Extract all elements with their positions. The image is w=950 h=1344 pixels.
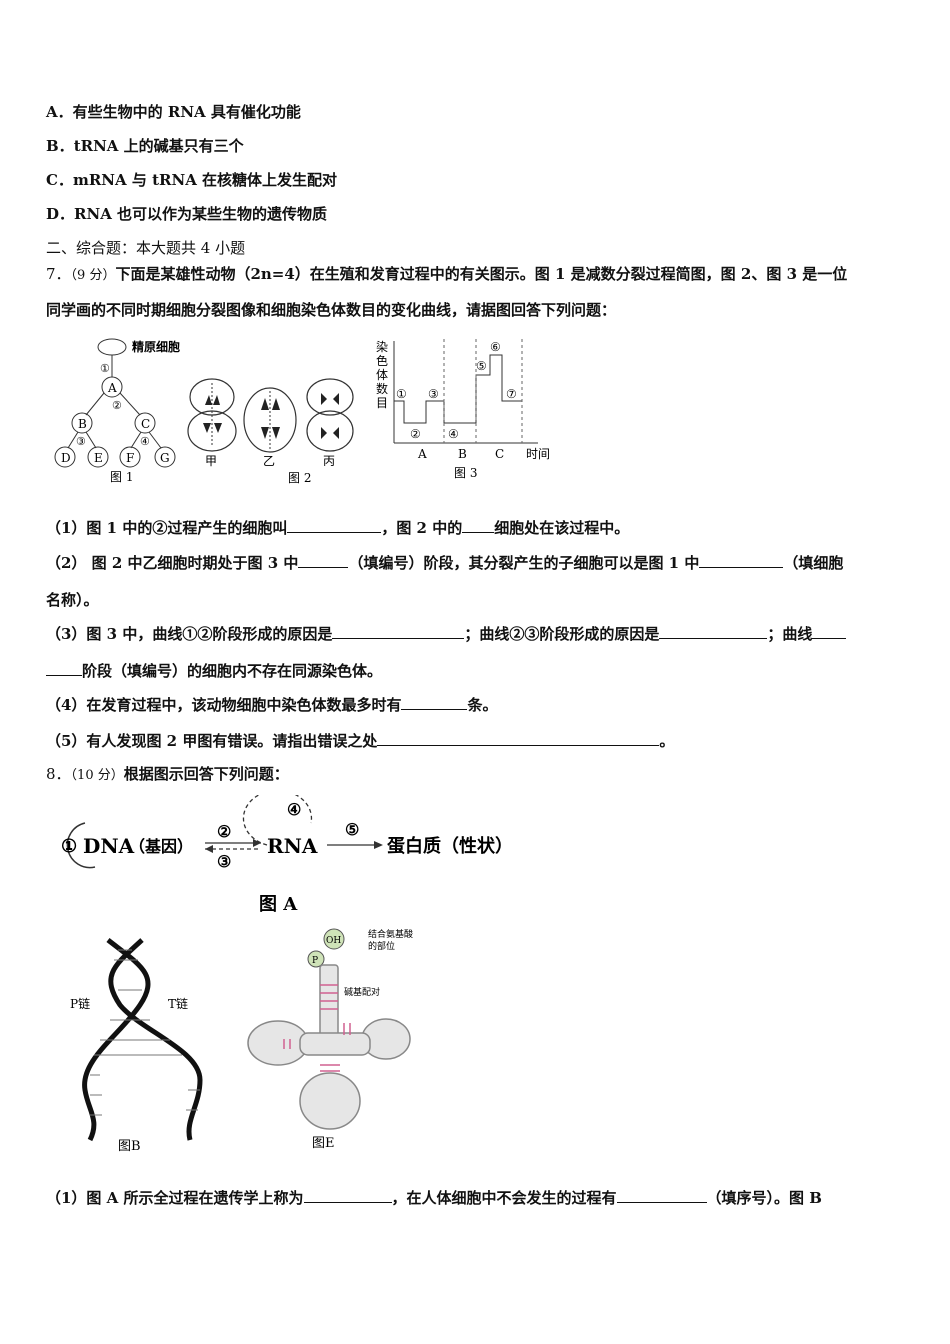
fig2-caption: 图 2 [288,471,311,485]
q8-stem: 8．（10 分）根据图示回答下列问题： [46,765,289,783]
fig1-step-4: ④ [140,435,150,448]
fig3-ylabel-char: 色 [376,354,388,368]
fig2-label-jia: 甲 [205,454,217,468]
svg-text:A: A [417,447,427,461]
q7-sub2: （2） 图 2 中乙细胞时期处于图 3 中（填编号）阶段，其分裂产生的子细胞可以… [46,552,844,572]
q7-stem-line1: 7．（9 分）下面是某雄性动物（2n=4）在生殖和发育过程中的有关图示。图 1 … [46,265,848,283]
q7-sub4: （4）在发育过程中，该动物细胞中染色体数最多时有条。 [46,694,498,714]
figure-a: ① DNA （基因） ② ③ ④ RNA ⑤ 蛋白质（性状） 图 A [61,795,513,915]
q7-sub2-cont: 名称）。 [46,591,99,609]
option-d: D．RNA 也可以作为某些生物的遗传物质 [46,205,328,223]
svg-text:④: ④ [287,800,301,819]
fig1-step-1: ① [100,362,110,375]
fig1-step-3: ③ [76,435,86,448]
q7-sub5: （5）有人发现图 2 甲图有错误。请指出错误之处。 [46,730,675,750]
svg-text:结合氨基酸: 结合氨基酸 [368,928,413,940]
fig2-chromosomes [203,393,339,439]
svg-text:①: ① [61,836,77,857]
fig3-ylabel: 染色体数目 [376,339,388,410]
fig1-caption: 图 1 [110,470,133,484]
fig-a-protein: 蛋白质（性状） [387,835,513,857]
fig3-ylabel-char: 目 [376,396,388,410]
blank[interactable] [699,552,784,568]
svg-text:⑥: ⑥ [490,340,501,354]
q8-sub1: （1）图 A 所示全过程在遗传学上称为，在人体细胞中不会发生的过程有（填序号）。… [46,1187,822,1207]
fig1-node-e: E [94,451,103,465]
svg-text:B: B [458,447,467,461]
blank[interactable] [298,552,349,568]
svg-text:时间: 时间 [526,447,550,461]
blank[interactable] [659,623,768,639]
svg-text:（基因）: （基因） [129,837,193,856]
q7-sub1: （1）图 1 中的②过程产生的细胞叫，图 2 中的细胞处在该过程中。 [46,517,630,537]
fig-e-caption: 图E [312,1136,335,1151]
figure-b: P链 T链 图B [70,938,203,1154]
svg-text:⑦: ⑦ [506,387,517,401]
fig1-node-f: F [126,451,134,465]
fig1-step-2: ② [112,399,122,412]
q7-stem-line2: 同学画的不同时期细胞分裂图像和细胞染色体数目的变化曲线，请据图回答下列问题： [46,301,617,319]
svg-text:OH: OH [326,936,341,946]
q7-sub3: （3）图 3 中，曲线①②阶段形成的原因是；曲线②③阶段形成的原因是；曲线 [46,623,847,644]
figure-1: 精原细胞 ① A ② B C ③ ④ D E F G 图 1 [54,338,180,484]
q7-sub3-cont: 阶段（填编号）的细胞内不存在同源染色体。 [46,660,382,681]
blank[interactable] [303,1187,392,1203]
fig1-node-c: C [141,417,150,431]
fig2-label-bing: 丙 [323,454,335,468]
fig1-node-g: G [160,451,170,465]
fig3-ylabel-char: 数 [376,381,388,396]
blank[interactable] [462,517,495,533]
svg-text:的部位: 的部位 [368,940,395,952]
svg-text:③: ③ [217,852,231,871]
svg-text:图 3: 图 3 [454,466,477,480]
blank[interactable] [616,1187,707,1203]
svg-text:④: ④ [448,427,459,441]
svg-text:C: C [495,447,504,461]
fig-b-t-chain: T链 [168,996,188,1011]
fig-a-caption: 图 A [259,894,298,915]
svg-text:②: ② [217,822,231,841]
fig3-ylabel-char: 体 [376,368,388,382]
svg-text:P: P [312,956,318,966]
blank[interactable] [377,730,660,746]
blank[interactable] [401,694,468,710]
svg-text:②: ② [410,427,421,441]
svg-text:碱基配对: 碱基配对 [344,986,380,998]
figure-2: 甲 乙 丙 图 2 [187,378,354,485]
section-heading: 二、综合题：本大题共 4 小题 [46,239,246,257]
blank[interactable] [332,623,465,639]
fig-a-rna: RNA [267,834,318,858]
fig2-label-yi: 乙 [263,454,275,468]
fig1-node-a: A [107,381,117,395]
blank[interactable] [287,517,382,533]
svg-text:⑤: ⑤ [345,820,359,839]
figure-3: 染色体数目 ① ② ③ ④ ⑤ ⑥ ⑦ A B C 时间 图 3 [376,339,550,480]
fig-a-dna: DNA [83,834,135,858]
fig1-label-top: 精原细胞 [132,339,180,354]
fig-b-caption: 图B [118,1139,141,1154]
fig1-node-d: D [61,451,71,465]
figure-e: OH P 结合氨基酸 的部位 碱基配对 图E [247,928,413,1151]
fig3-ylabel-char: 染 [376,339,388,354]
svg-text:①: ① [396,387,407,401]
option-a: A．有些生物中的 RNA 具有催化功能 [46,103,301,121]
svg-text:⑤: ⑤ [476,359,487,373]
option-c: C．mRNA 与 tRNA 在核糖体上发生配对 [46,171,338,189]
blank[interactable] [812,623,847,639]
svg-text:③: ③ [428,387,439,401]
blank[interactable] [46,660,82,676]
fig-b-p-chain: P链 [70,996,90,1011]
fig1-node-b: B [78,417,87,431]
option-b: B．tRNA 上的碱基只有三个 [46,137,244,155]
